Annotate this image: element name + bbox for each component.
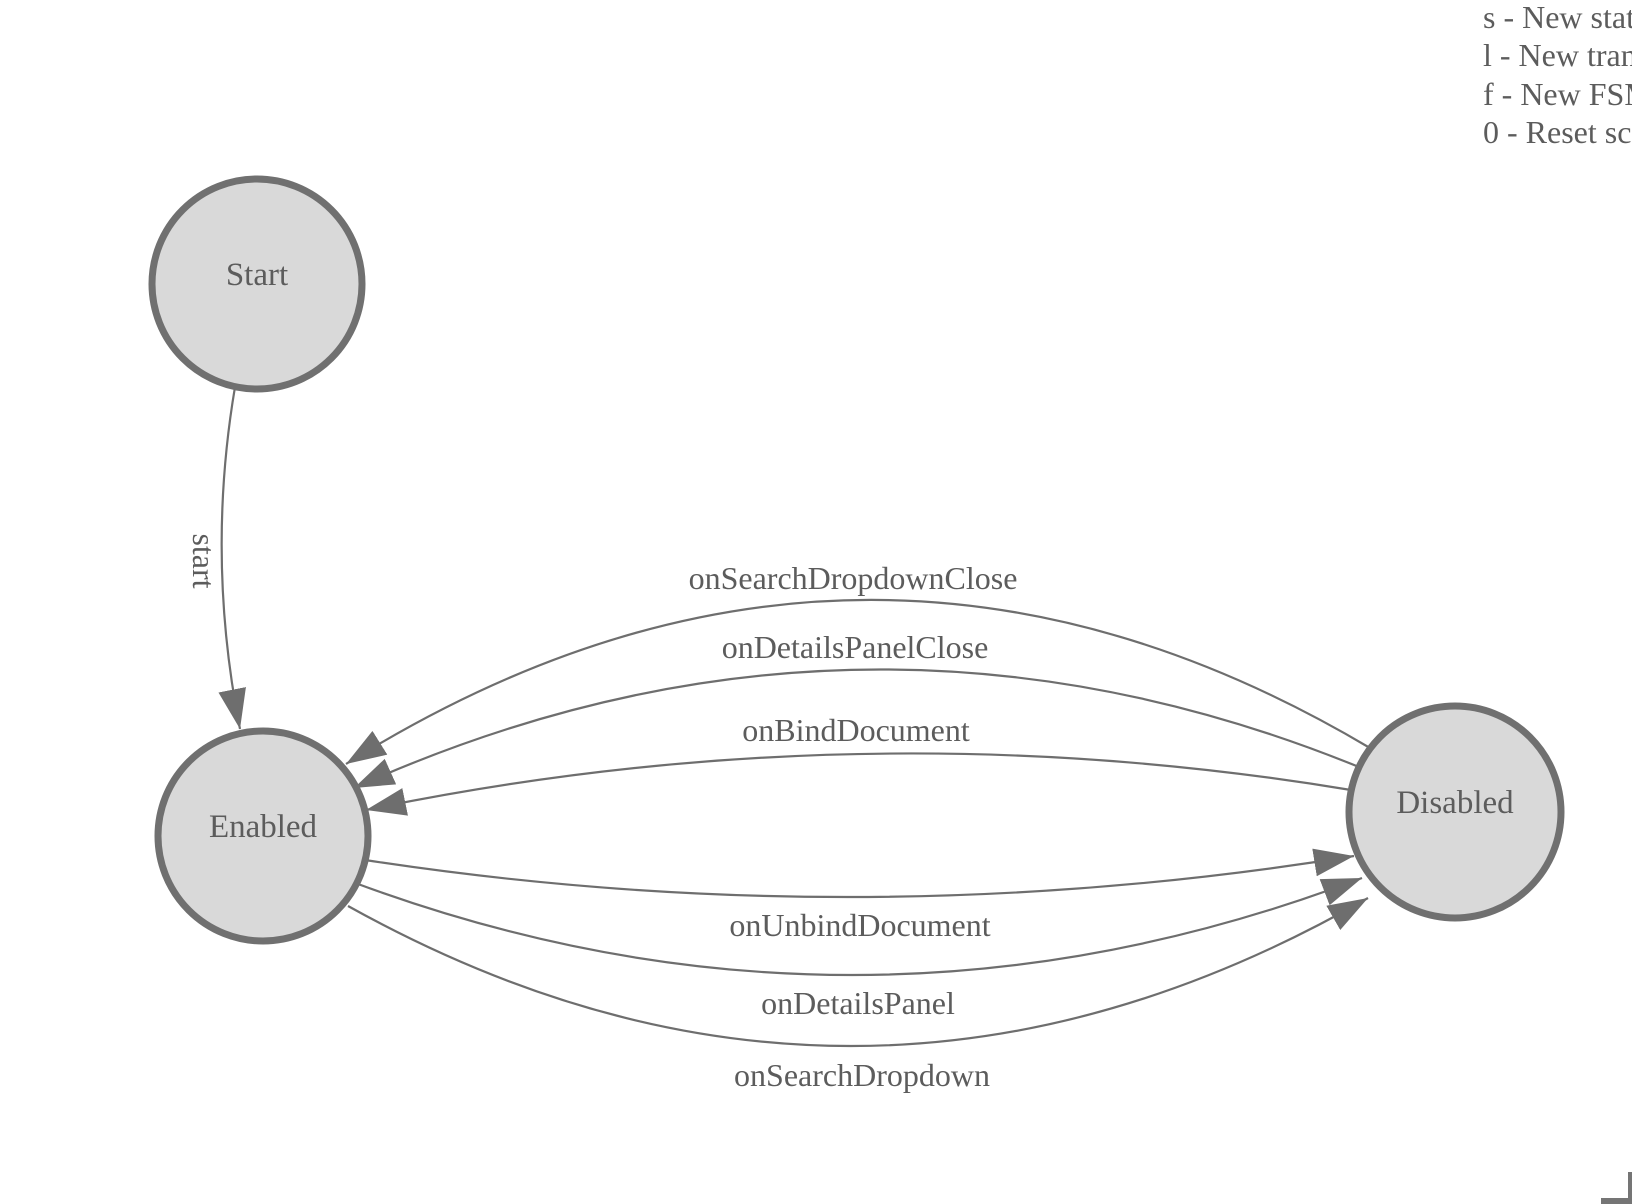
edge-onDetailsPanel[interactable] bbox=[357, 876, 1363, 977]
edge-label-onBindDocument[interactable]: onBindDocument bbox=[742, 712, 970, 748]
state-label-start: Start bbox=[226, 257, 288, 293]
edge-onSearchDropdown[interactable] bbox=[347, 897, 1369, 1048]
edge-labels-layer: start onSearchDropdownClose onDetailsPan… bbox=[186, 533, 1017, 1093]
shortcut-legend: s - New state l - New transition f - New… bbox=[1483, 0, 1632, 152]
edge-label-onSearchDropdownClose[interactable]: onSearchDropdownClose bbox=[689, 560, 1018, 596]
edge-onDetailsPanelClose[interactable] bbox=[353, 668, 1360, 790]
legend-line-reset-scale: 0 - Reset scale bbox=[1483, 114, 1632, 151]
state-circle-start[interactable] bbox=[148, 175, 366, 393]
state-label-enabled: Enabled bbox=[209, 809, 318, 845]
edge-label-onDetailsPanel[interactable]: onDetailsPanel bbox=[761, 985, 955, 1021]
edge-onBindDocument[interactable] bbox=[365, 752, 1352, 816]
edge-start-to-enabled[interactable] bbox=[218, 386, 246, 730]
state-node-enabled[interactable]: Enabled bbox=[154, 727, 372, 945]
nodes-layer: Start Enabled Disabled bbox=[148, 175, 1565, 945]
edges-layer bbox=[218, 386, 1371, 1048]
corner-partial-element bbox=[1601, 1172, 1632, 1204]
edge-label-onDetailsPanelClose[interactable]: onDetailsPanelClose bbox=[722, 629, 989, 665]
edge-onUnbindDocument[interactable] bbox=[364, 848, 1355, 899]
edge-label-start[interactable]: start bbox=[186, 533, 222, 588]
edge-onSearchDropdownClose[interactable] bbox=[345, 598, 1371, 765]
legend-line-new-state: s - New state bbox=[1483, 0, 1632, 35]
state-label-disabled: Disabled bbox=[1396, 785, 1514, 821]
state-node-start[interactable]: Start bbox=[148, 175, 366, 393]
state-circle-enabled[interactable] bbox=[154, 727, 372, 945]
corner-horizontal-bar bbox=[1601, 1198, 1632, 1204]
edge-label-onSearchDropdown[interactable]: onSearchDropdown bbox=[734, 1057, 990, 1093]
state-circle-disabled[interactable] bbox=[1345, 702, 1565, 922]
legend-line-new-fsm: f - New FSM bbox=[1483, 75, 1632, 112]
corner-vertical-bar bbox=[1628, 1172, 1632, 1204]
state-node-disabled[interactable]: Disabled bbox=[1345, 702, 1565, 922]
legend-line-new-transition: l - New transition bbox=[1483, 37, 1632, 74]
edge-label-onUnbindDocument[interactable]: onUnbindDocument bbox=[729, 907, 990, 943]
